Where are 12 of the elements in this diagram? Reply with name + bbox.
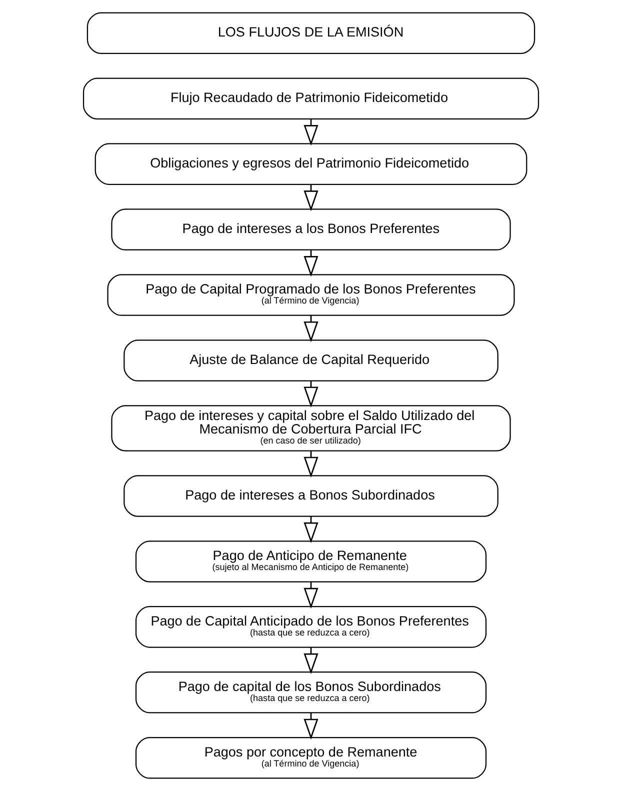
node-box: Pago de intereses y capital sobre el Saldo Utilizado del Mecanismo de Cobertura Parcial IFC (en caso de ser utilizado) xyxy=(110,405,510,452)
node-box: Ajuste de Balance de Capital Requerido xyxy=(123,340,498,382)
node-box: Pago de capital de los Bonos Subordinados (hasta que se reduzca a cero) xyxy=(134,672,486,714)
node-box: Obligaciones y egresos del Patrimonio Fideicometido xyxy=(94,143,527,185)
node-box: Pago de intereses a los Bonos Preferentes xyxy=(110,208,510,250)
node-box: Pago de Anticipo de Remanente (sujeto al Mecanismo de Anticipo de Remanente) xyxy=(134,540,486,582)
node-box: LOS FLUJOS DE LA EMISIÓN xyxy=(86,12,535,54)
node-box: Pagos por concepto de Remanente (al Término de Vigencia) xyxy=(134,737,486,779)
node-box: Pago de Capital Anticipado de los Bonos Preferentes (hasta que se reduzca a cero) xyxy=(134,606,486,648)
node-box: Flujo Recaudado de Patrimonio Fideicometido xyxy=(82,78,539,120)
node-box: Pago de Capital Programado de los Bonos Preferentes (al Término de Vigencia) xyxy=(106,274,514,316)
node-box: Pago de intereses a Bonos Subordinados xyxy=(123,475,498,517)
